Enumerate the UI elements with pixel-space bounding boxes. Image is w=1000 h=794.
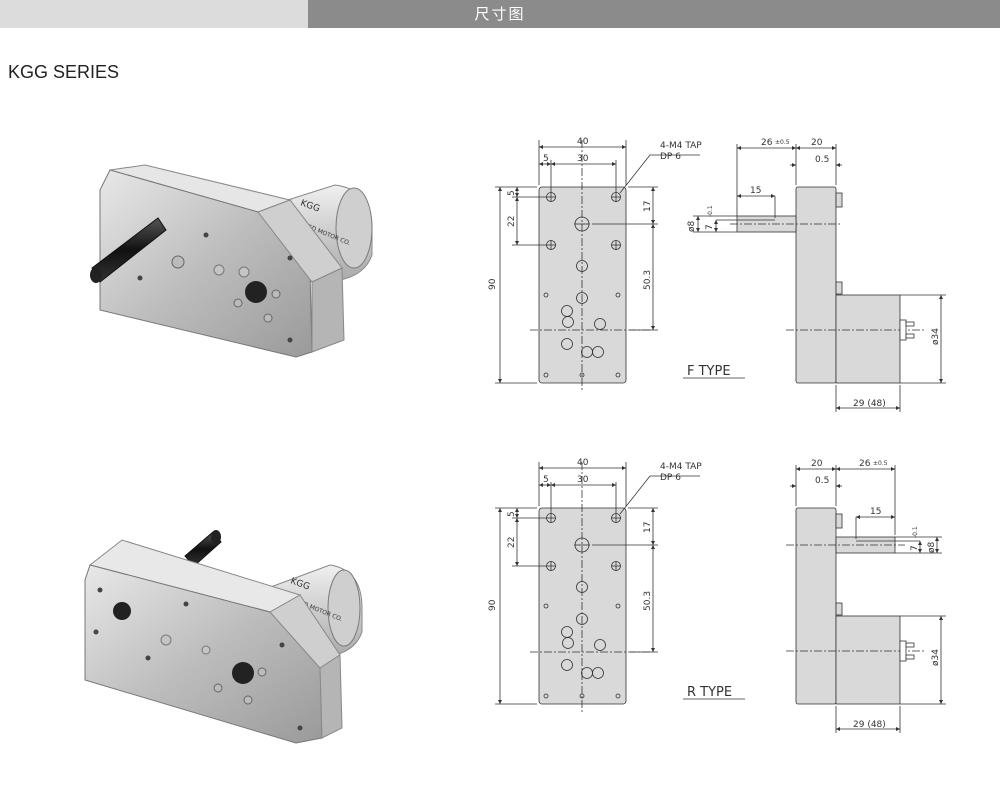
r-dim-50-3: 50.3 [643, 591, 653, 611]
f-front-labels: 40 5 30 90 5 22 17 50.3 4-M4 TAP DP 6 F … [488, 137, 731, 379]
motor-photo-r: KGG GEARED MOTOR CO. [84, 530, 363, 744]
f-dim-0-5: 0.5 [815, 155, 829, 165]
f-dim-26-tol: ±0.5 [775, 139, 790, 146]
r-dim-30: 30 [577, 475, 589, 485]
f-dim-tol: -0.1 [707, 205, 714, 217]
f-dim-15: 15 [750, 186, 761, 196]
f-front-view [495, 140, 745, 390]
r-type-label: R TYPE [687, 685, 732, 700]
r-side-view [786, 465, 946, 733]
f-dim-5-top: 5 [543, 154, 549, 164]
f-dim-20: 20 [811, 138, 823, 148]
motor-photo-f: KGG GEARED MOTOR CO. [90, 164, 373, 358]
r-dim-26-tol: ±0.5 [873, 460, 888, 467]
r-side-labels: 20 26 ±0.5 0.5 15 -0.1 7 ø8 ø34 29 (48) [811, 459, 941, 730]
f-dim-5-left: 5 [507, 190, 517, 196]
f-dim-29: 29 (48) [853, 399, 886, 409]
f-dim-26: 26 [761, 138, 773, 148]
f-dim-phi8: ø8 [687, 220, 697, 232]
r-dim-phi34: ø34 [931, 649, 941, 666]
header-right-block [308, 0, 1000, 28]
f-dim-22: 22 [507, 216, 517, 227]
r-dp-label: DP 6 [660, 473, 681, 483]
r-front-view [495, 462, 745, 712]
f-dim-40: 40 [577, 137, 589, 147]
r-dim-7: 7 [910, 545, 920, 551]
r-dim-20: 20 [811, 459, 823, 469]
f-dim-7: 7 [705, 224, 715, 230]
f-dim-phi34: ø34 [931, 328, 941, 345]
r-dim-5-left: 5 [507, 511, 517, 517]
f-dim-30: 30 [577, 154, 589, 164]
r-dim-29: 29 (48) [853, 720, 886, 730]
r-dim-40: 40 [577, 458, 589, 468]
f-tap-label: 4-M4 TAP [660, 141, 702, 151]
r-dim-0-5: 0.5 [815, 476, 829, 486]
f-dp-label: DP 6 [660, 152, 681, 162]
series-title: KGG SERIES [8, 62, 120, 82]
header-bar: 尺寸图 [0, 0, 1000, 28]
r-dim-tol: -0.1 [912, 526, 919, 538]
header-title: 尺寸图 [474, 5, 526, 23]
r-dim-26: 26 [859, 459, 871, 469]
r-front-labels: 40 5 30 90 5 22 17 50.3 4-M4 TAP DP 6 R … [488, 458, 732, 700]
r-dim-phi8: ø8 [927, 541, 937, 553]
f-side-view [693, 144, 946, 412]
r-dim-5-top: 5 [543, 475, 549, 485]
r-dim-22: 22 [507, 537, 517, 548]
f-dim-50-3: 50.3 [643, 270, 653, 290]
f-dim-17: 17 [643, 201, 653, 212]
r-tap-label: 4-M4 TAP [660, 462, 702, 472]
r-dim-90: 90 [488, 599, 498, 611]
f-side-labels: 26 ±0.5 20 0.5 15 ø8 -0.1 7 ø34 29 (48) [687, 138, 941, 409]
r-dim-15: 15 [870, 507, 881, 517]
r-dim-17: 17 [643, 522, 653, 533]
f-type-label: F TYPE [687, 364, 731, 379]
f-dim-90: 90 [488, 278, 498, 290]
header-left-block [0, 0, 308, 28]
